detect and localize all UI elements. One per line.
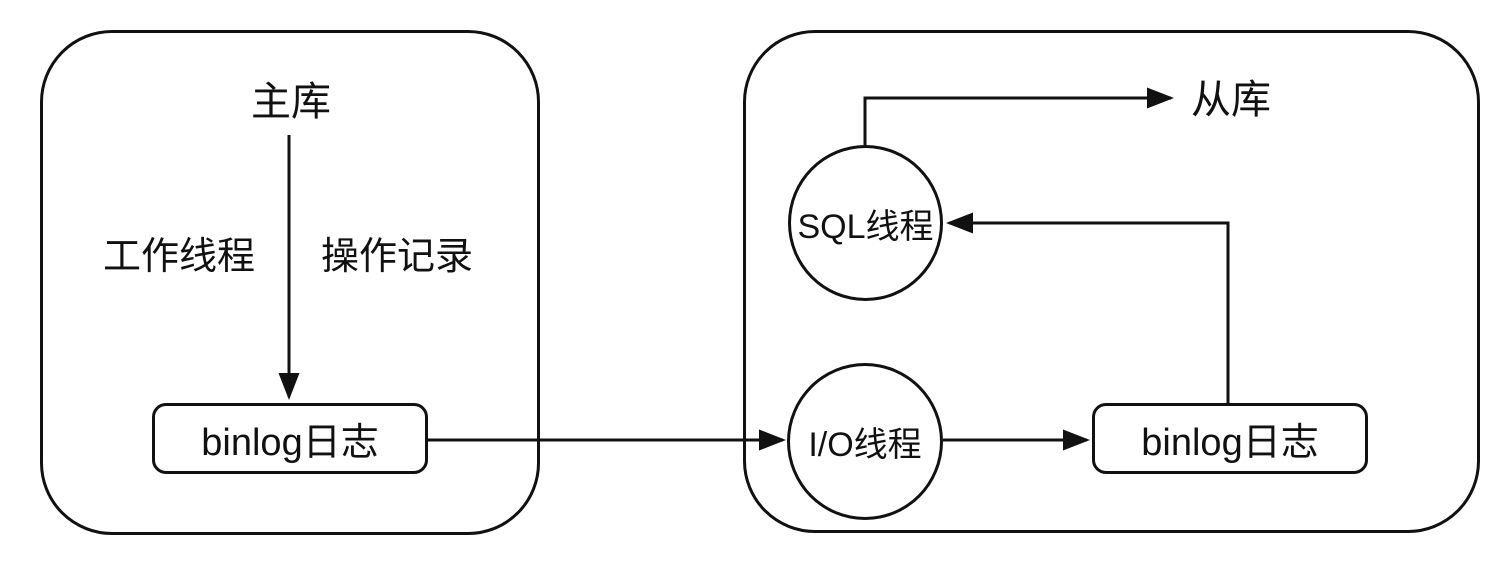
slave-binlog-box: binlog日志: [1092, 403, 1368, 474]
master-box: [40, 30, 540, 535]
io-thread-label: I/O线程: [808, 426, 922, 464]
master-binlog-label: binlog日志: [201, 422, 379, 464]
sql-thread-circle: SQL线程: [788, 145, 943, 301]
slave-title: 从库: [1191, 78, 1271, 122]
master-binlog-box: binlog日志: [152, 403, 428, 474]
slave-box: [743, 30, 1480, 533]
operation-record-label: 操作记录: [320, 236, 473, 278]
slave-binlog-label: binlog日志: [1141, 422, 1319, 464]
worker-thread-label: 工作线程: [102, 236, 255, 278]
sql-thread-label: SQL线程: [797, 207, 934, 246]
io-thread-circle: I/O线程: [787, 363, 943, 520]
master-title: 主库: [251, 80, 331, 124]
